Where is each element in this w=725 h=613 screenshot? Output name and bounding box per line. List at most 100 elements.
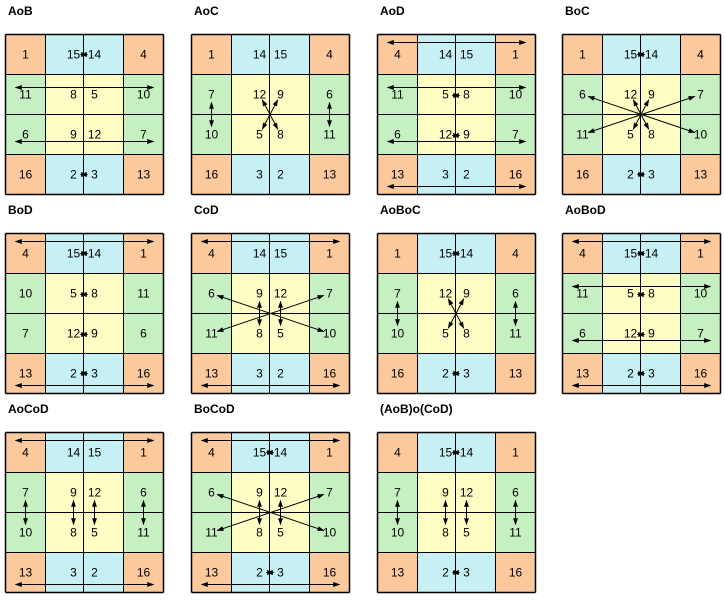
cell-number: 5 [70,287,77,301]
cell-edge [602,353,641,394]
cell-number: 12 [439,287,453,301]
cell-number: 13 [576,367,590,381]
cell-number: 2 [627,367,634,381]
cell-corner [377,233,418,274]
cell-center [602,114,641,155]
cell-number: 14 [439,48,453,62]
panel-title: CoD [194,203,219,217]
cell-number: 11 [137,287,150,301]
cell-number: 14 [645,247,659,261]
cell-number: 2 [277,168,284,182]
panel-title: AoBoD [565,203,606,217]
cell-number: 9 [70,128,77,142]
cell-number: 13 [19,367,33,381]
cell-number: 5 [463,526,470,540]
cell-center [269,74,310,115]
cell-number: 14 [67,446,81,460]
cell-number: 12 [274,287,288,301]
cell-center [640,273,681,314]
cell-corner [495,552,536,593]
cell-edge [45,552,84,593]
cell-number: 2 [70,168,77,182]
cell-number: 13 [391,566,405,580]
cell-number: 4 [22,247,29,261]
cell-number: 11 [509,526,522,540]
cell-number: 8 [648,128,655,142]
cell-edge [417,552,456,593]
cell-number: 9 [256,486,263,500]
cell-center [83,472,124,513]
cell-number: 11 [205,327,218,341]
cell-side [495,74,536,115]
cell-center [455,472,496,513]
cell-number: 11 [576,128,589,142]
cell-edge [83,353,124,394]
cell-number: 10 [391,327,405,341]
panel-title: BoC [565,4,590,18]
cell-number: 6 [579,88,586,102]
cell-number: 15 [253,446,267,460]
cell-number: 6 [208,486,215,500]
cell-number: 10 [137,88,151,102]
cell-edge [269,154,310,195]
cell-center [269,114,310,155]
cell-number: 5 [442,88,449,102]
cell-center [231,313,270,354]
cell-number: 16 [576,168,590,182]
cell-number: 1 [326,446,333,460]
cell-number: 8 [70,88,77,102]
cell-number: 16 [137,566,151,580]
cell-number: 3 [463,566,470,580]
cell-number: 5 [91,526,98,540]
cell-number: 9 [648,88,655,102]
cell-edge [417,233,456,274]
cell-number: 16 [205,168,219,182]
cell-number: 14 [645,48,659,62]
cell-side [123,273,164,314]
cell-corner [562,34,603,75]
cell-number: 10 [509,88,523,102]
cell-number: 5 [277,526,284,540]
cell-number: 8 [256,327,263,341]
panel-title: BoCoD [194,402,235,416]
cell-number: 14 [274,446,288,460]
panel-title: BoD [8,203,33,217]
cell-number: 3 [256,367,263,381]
cell-number: 15 [460,48,474,62]
cell-number: 4 [512,247,519,261]
cell-center [455,273,496,314]
cell-number: 3 [442,168,449,182]
cell-number: 9 [463,128,470,142]
cell-edge [45,34,84,75]
cell-number: 8 [70,526,77,540]
cell-edge [455,154,496,195]
cell-side [5,114,46,155]
cell-number: 4 [22,446,29,460]
cell-edge [455,233,496,274]
cell-number: 5 [256,128,263,142]
cell-number: 3 [70,566,77,580]
cell-number: 13 [19,566,33,580]
cell-center [231,512,270,553]
cell-number: 4 [394,48,401,62]
cell-number: 6 [208,287,215,301]
cell-number: 7 [208,88,215,102]
cell-number: 12 [624,327,638,341]
cell-corner [562,154,603,195]
cell-side [680,273,721,314]
cell-number: 13 [205,566,219,580]
cell-corner [309,34,350,75]
cell-corner [495,353,536,394]
cell-center [45,114,84,155]
cell-center [455,74,496,115]
cell-number: 15 [274,48,288,62]
cell-number: 4 [140,48,147,62]
cell-number: 8 [256,526,263,540]
cell-number: 3 [91,367,98,381]
cell-number: 4 [579,247,586,261]
cell-side [495,114,536,155]
cell-center [83,512,124,553]
cell-number: 13 [391,168,405,182]
